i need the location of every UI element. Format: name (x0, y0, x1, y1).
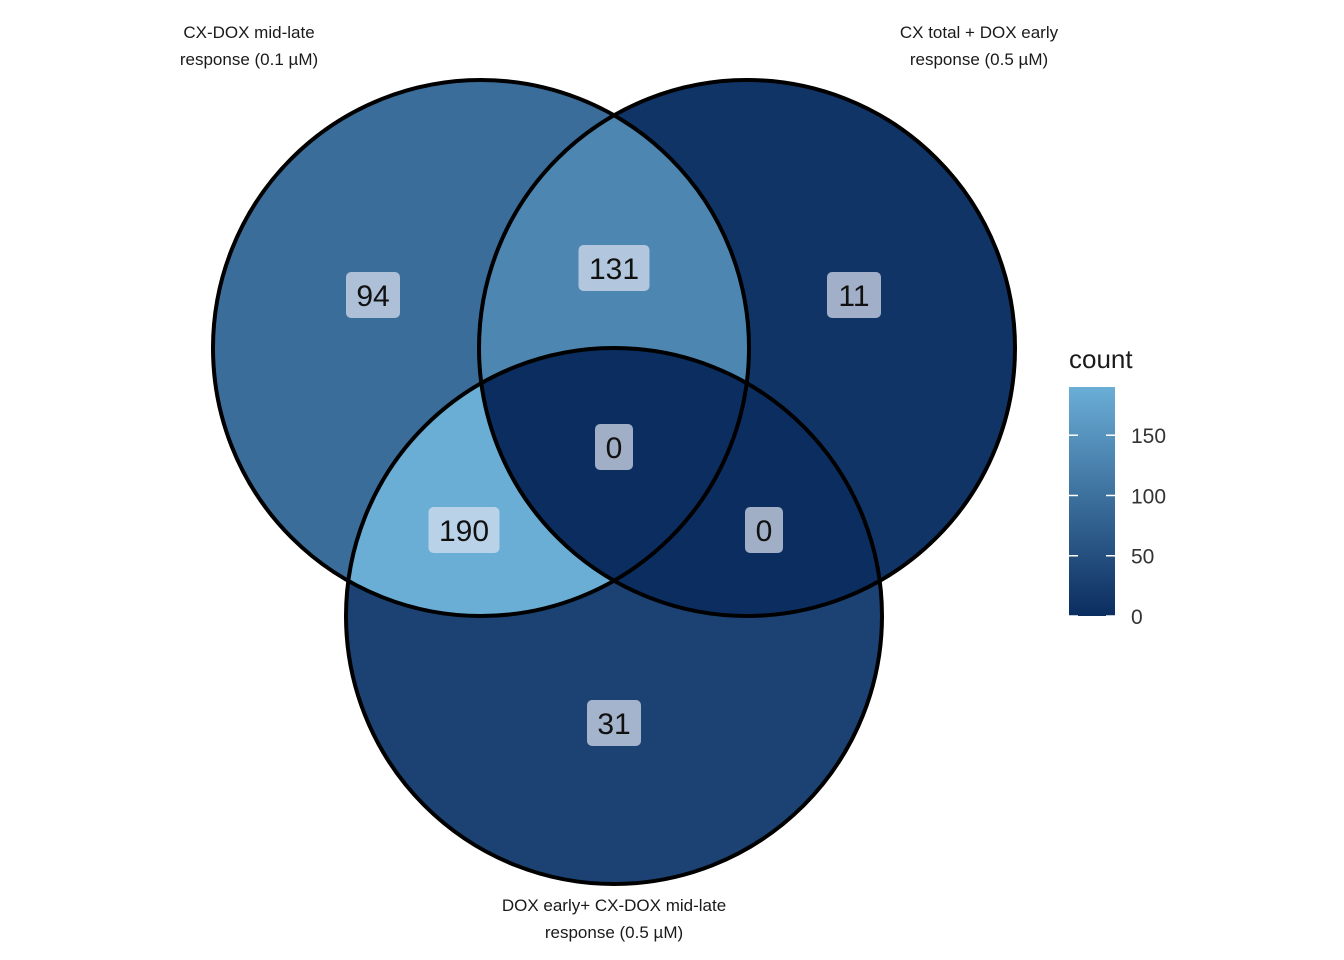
count-label-box (827, 272, 881, 318)
set-c-label-line-1: DOX early+ CX-DOX mid-late (502, 896, 726, 915)
legend-ticks: 0 50 100 150 (1069, 425, 1166, 629)
count-value: 31 (597, 708, 630, 741)
legend-tick-label: 100 (1131, 485, 1166, 508)
count-label-abc: 0 (595, 424, 633, 470)
count-value: 0 (606, 432, 623, 465)
count-label-b: 11 (827, 272, 881, 318)
legend-colorbar (1069, 387, 1115, 616)
count-value: 190 (439, 515, 489, 548)
set-a-label-line-1: CX-DOX mid-late (183, 23, 314, 42)
legend-tick-label: 150 (1131, 425, 1166, 448)
count-labels: 94 11 31 131 190 0 0 (346, 245, 881, 746)
count-label-ac: 190 (428, 507, 500, 553)
set-b-label-line-1: CX total + DOX early (900, 23, 1059, 42)
legend: count 0 50 100 150 (1069, 344, 1166, 629)
count-label-box (428, 507, 500, 553)
set-c-label-line-2: response (0.5 µM) (545, 923, 683, 942)
set-b-label-line-2: response (0.5 µM) (910, 50, 1048, 69)
count-label-bc: 0 (745, 507, 783, 553)
set-b-outline (477, 78, 1017, 618)
count-label-c: 31 (587, 700, 641, 746)
count-label-box (578, 245, 650, 291)
count-value: 11 (838, 280, 869, 313)
legend-tick-label: 0 (1131, 606, 1143, 629)
legend-tick-label: 50 (1131, 546, 1154, 569)
count-label-a: 94 (346, 272, 400, 318)
count-label-box (595, 424, 633, 470)
set-a-outline (211, 78, 751, 618)
set-a-label-line-2: response (0.1 µM) (180, 50, 318, 69)
set-c-outline (344, 346, 884, 886)
count-label-box (587, 700, 641, 746)
count-label-box (346, 272, 400, 318)
count-value: 94 (356, 280, 389, 313)
count-label-box (745, 507, 783, 553)
count-label-ab: 131 (578, 245, 650, 291)
count-value: 131 (589, 253, 639, 286)
legend-title: count (1069, 344, 1133, 374)
count-value: 0 (756, 515, 773, 548)
